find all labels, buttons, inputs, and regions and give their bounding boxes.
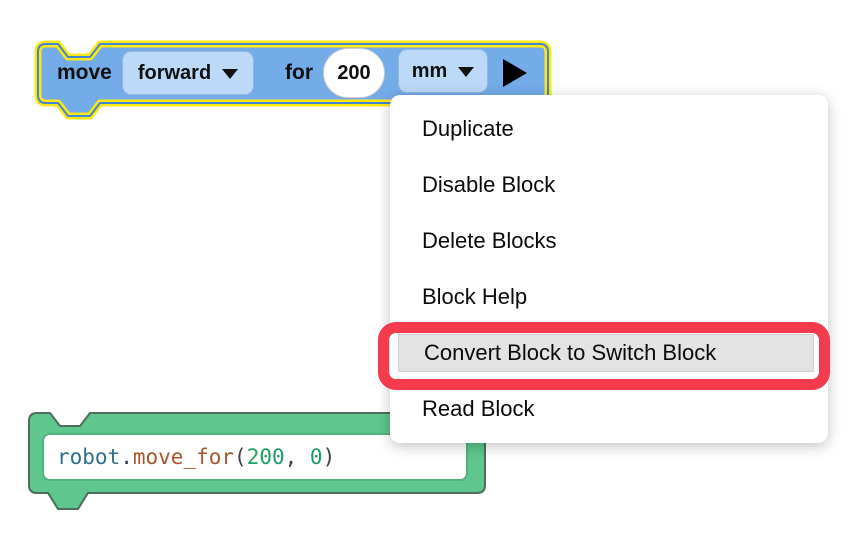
chevron-down-icon xyxy=(222,69,239,79)
for-label: for xyxy=(285,61,313,84)
play-icon xyxy=(503,59,527,87)
menu-item-duplicate[interactable]: Duplicate xyxy=(422,116,514,141)
menu-item-block-help[interactable]: Block Help xyxy=(422,284,528,309)
code-dot: . xyxy=(120,445,133,469)
code-close-paren: ) xyxy=(322,445,336,469)
unit-dropdown[interactable]: mm xyxy=(398,49,488,93)
code-line: robot.move_for(200, 0) xyxy=(57,445,335,469)
code-separator: , xyxy=(284,445,310,469)
menu-item-delete-blocks[interactable]: Delete Blocks xyxy=(422,228,557,253)
menu-item-read-block[interactable]: Read Block xyxy=(422,396,535,421)
menu-item-convert-block-to-switch-block[interactable]: Convert Block to Switch Block xyxy=(390,325,828,381)
code-arg1: 200 xyxy=(246,445,285,469)
code-open-paren: ( xyxy=(234,445,247,469)
move-label: move xyxy=(57,61,112,84)
chevron-down-icon xyxy=(458,67,475,77)
distance-input[interactable]: 200 xyxy=(323,48,385,98)
code-method: move_for xyxy=(132,445,235,469)
distance-value: 200 xyxy=(337,61,371,84)
code-object: robot xyxy=(57,445,121,469)
direction-dropdown[interactable]: forward xyxy=(122,51,254,95)
menu-item-highlight-band: Convert Block to Switch Block xyxy=(398,334,814,372)
menu-item-disable-block[interactable]: Disable Block xyxy=(422,172,556,197)
block-context-menu: Duplicate Disable Block Delete Blocks Bl… xyxy=(390,95,828,443)
direction-dropdown-value: forward xyxy=(137,61,212,84)
code-arg2: 0 xyxy=(309,445,323,469)
unit-dropdown-value: mm xyxy=(411,59,448,82)
